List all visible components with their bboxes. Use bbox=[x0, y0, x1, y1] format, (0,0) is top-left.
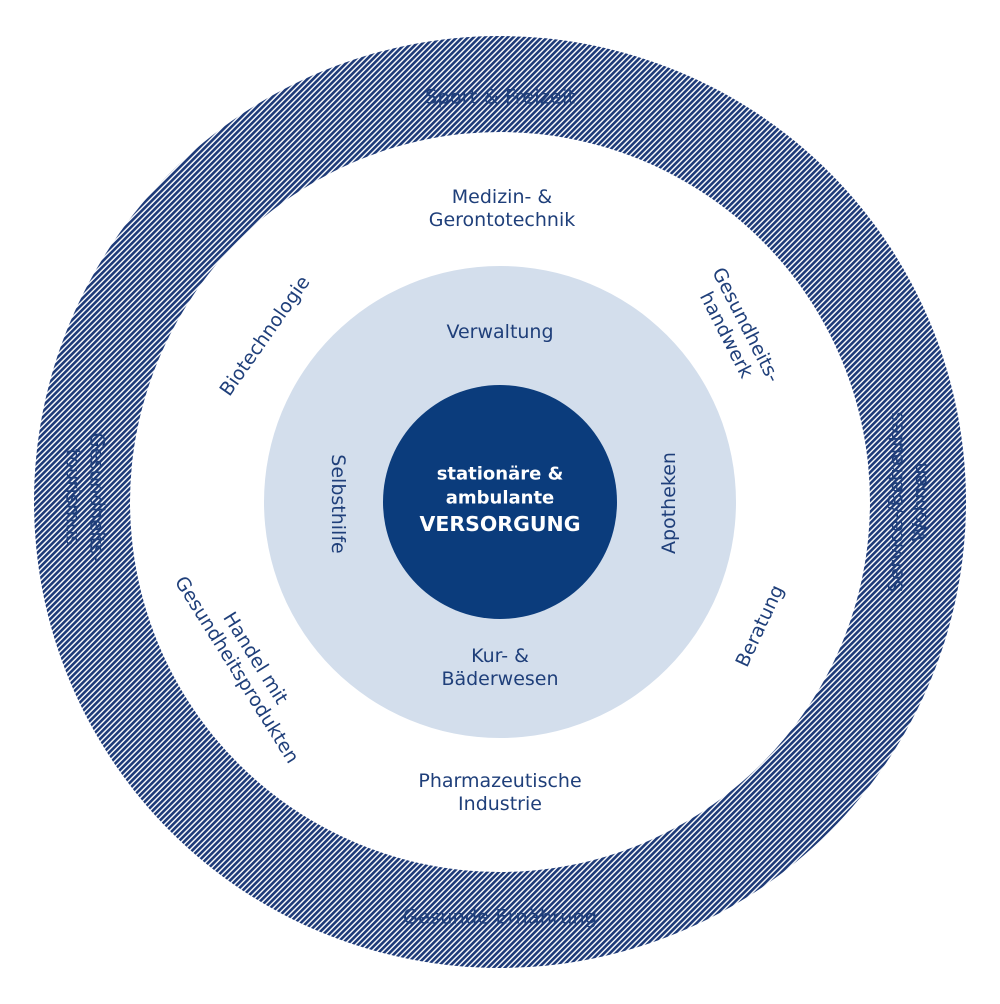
core-label-line3: VERSORGUNG bbox=[419, 512, 580, 536]
outer-label-right-line1: Service-/Betreutes bbox=[885, 412, 908, 592]
core-label-line2: ambulante bbox=[446, 488, 555, 509]
core-label-line1: stationäre & bbox=[437, 464, 564, 485]
inner-label-top: Verwaltung bbox=[446, 321, 553, 343]
outer-label-right-line2: Wohnen bbox=[909, 462, 932, 541]
inner-label-bottom-line2: Bäderwesen bbox=[441, 668, 558, 690]
middle-label-bottom-line2: Industrie bbox=[458, 793, 542, 815]
middle-label-top-line2: Gerontotechnik bbox=[429, 209, 576, 231]
inner-label-right: Apotheken bbox=[658, 452, 680, 554]
outer-label-top: Sport & Freizeit bbox=[425, 86, 575, 109]
inner-label-left: Selbsthilfe bbox=[327, 454, 349, 553]
middle-label-top-line1: Medizin- & bbox=[452, 186, 553, 208]
outer-label-left-line2: tourismus bbox=[62, 448, 85, 545]
inner-label-bottom-line1: Kur- & bbox=[471, 645, 529, 667]
middle-label-bottom-line1: Pharmazeutische bbox=[418, 770, 581, 792]
core-circle bbox=[383, 385, 617, 619]
outer-label-bottom: Gesunde Ernährung bbox=[403, 906, 597, 929]
outer-label-left-line1: Gesundheits- bbox=[86, 433, 109, 562]
